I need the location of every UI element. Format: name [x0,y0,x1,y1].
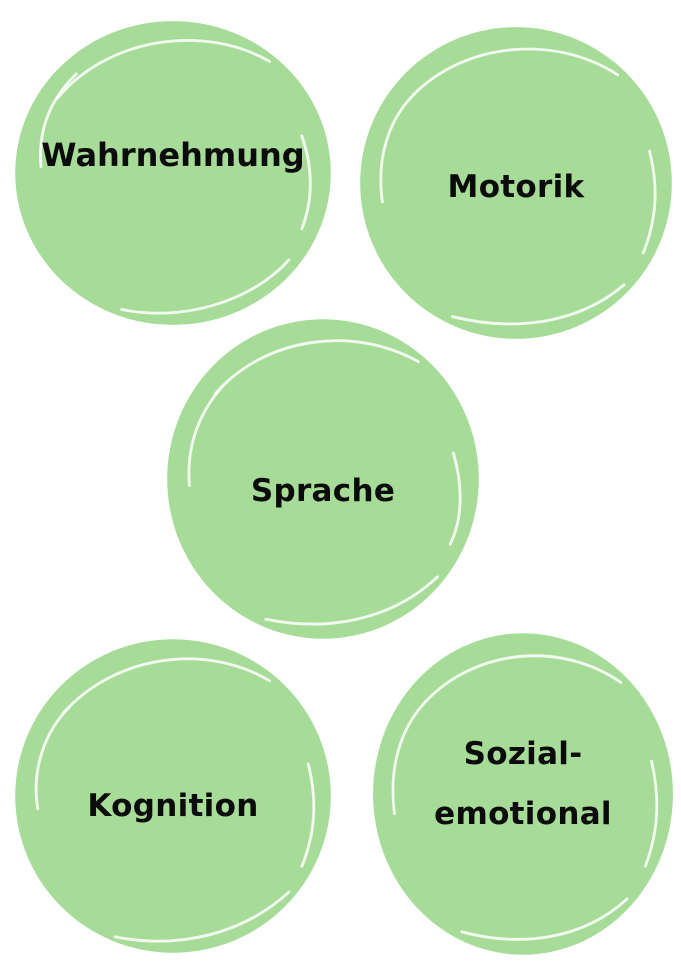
label-line-1: Wahrnehmung [12,133,334,177]
bubble-kognition[interactable]: Kognition [12,636,334,956]
bubble-sprache[interactable]: Sprache [164,316,482,642]
bubble-label: Wahrnehmung [12,133,334,177]
bubble-label: Sozial- emotional [370,724,676,844]
bubble-wahrnehmung[interactable]: Wahrnehmung [12,18,334,328]
label-line-1: Sozial- [370,724,676,784]
bubble-label: Sprache [164,469,482,513]
bubble-label: Kognition [12,784,334,828]
bubble-sozial-emotional[interactable]: Sozial- emotional [370,630,676,958]
bubble-label: Motorik [357,165,675,209]
bubble-motorik[interactable]: Motorik [357,24,675,342]
label-line-1: Kognition [12,784,334,828]
label-line-1: Sprache [164,469,482,513]
label-line-1: Motorik [357,165,675,209]
label-line-2: emotional [370,784,676,844]
